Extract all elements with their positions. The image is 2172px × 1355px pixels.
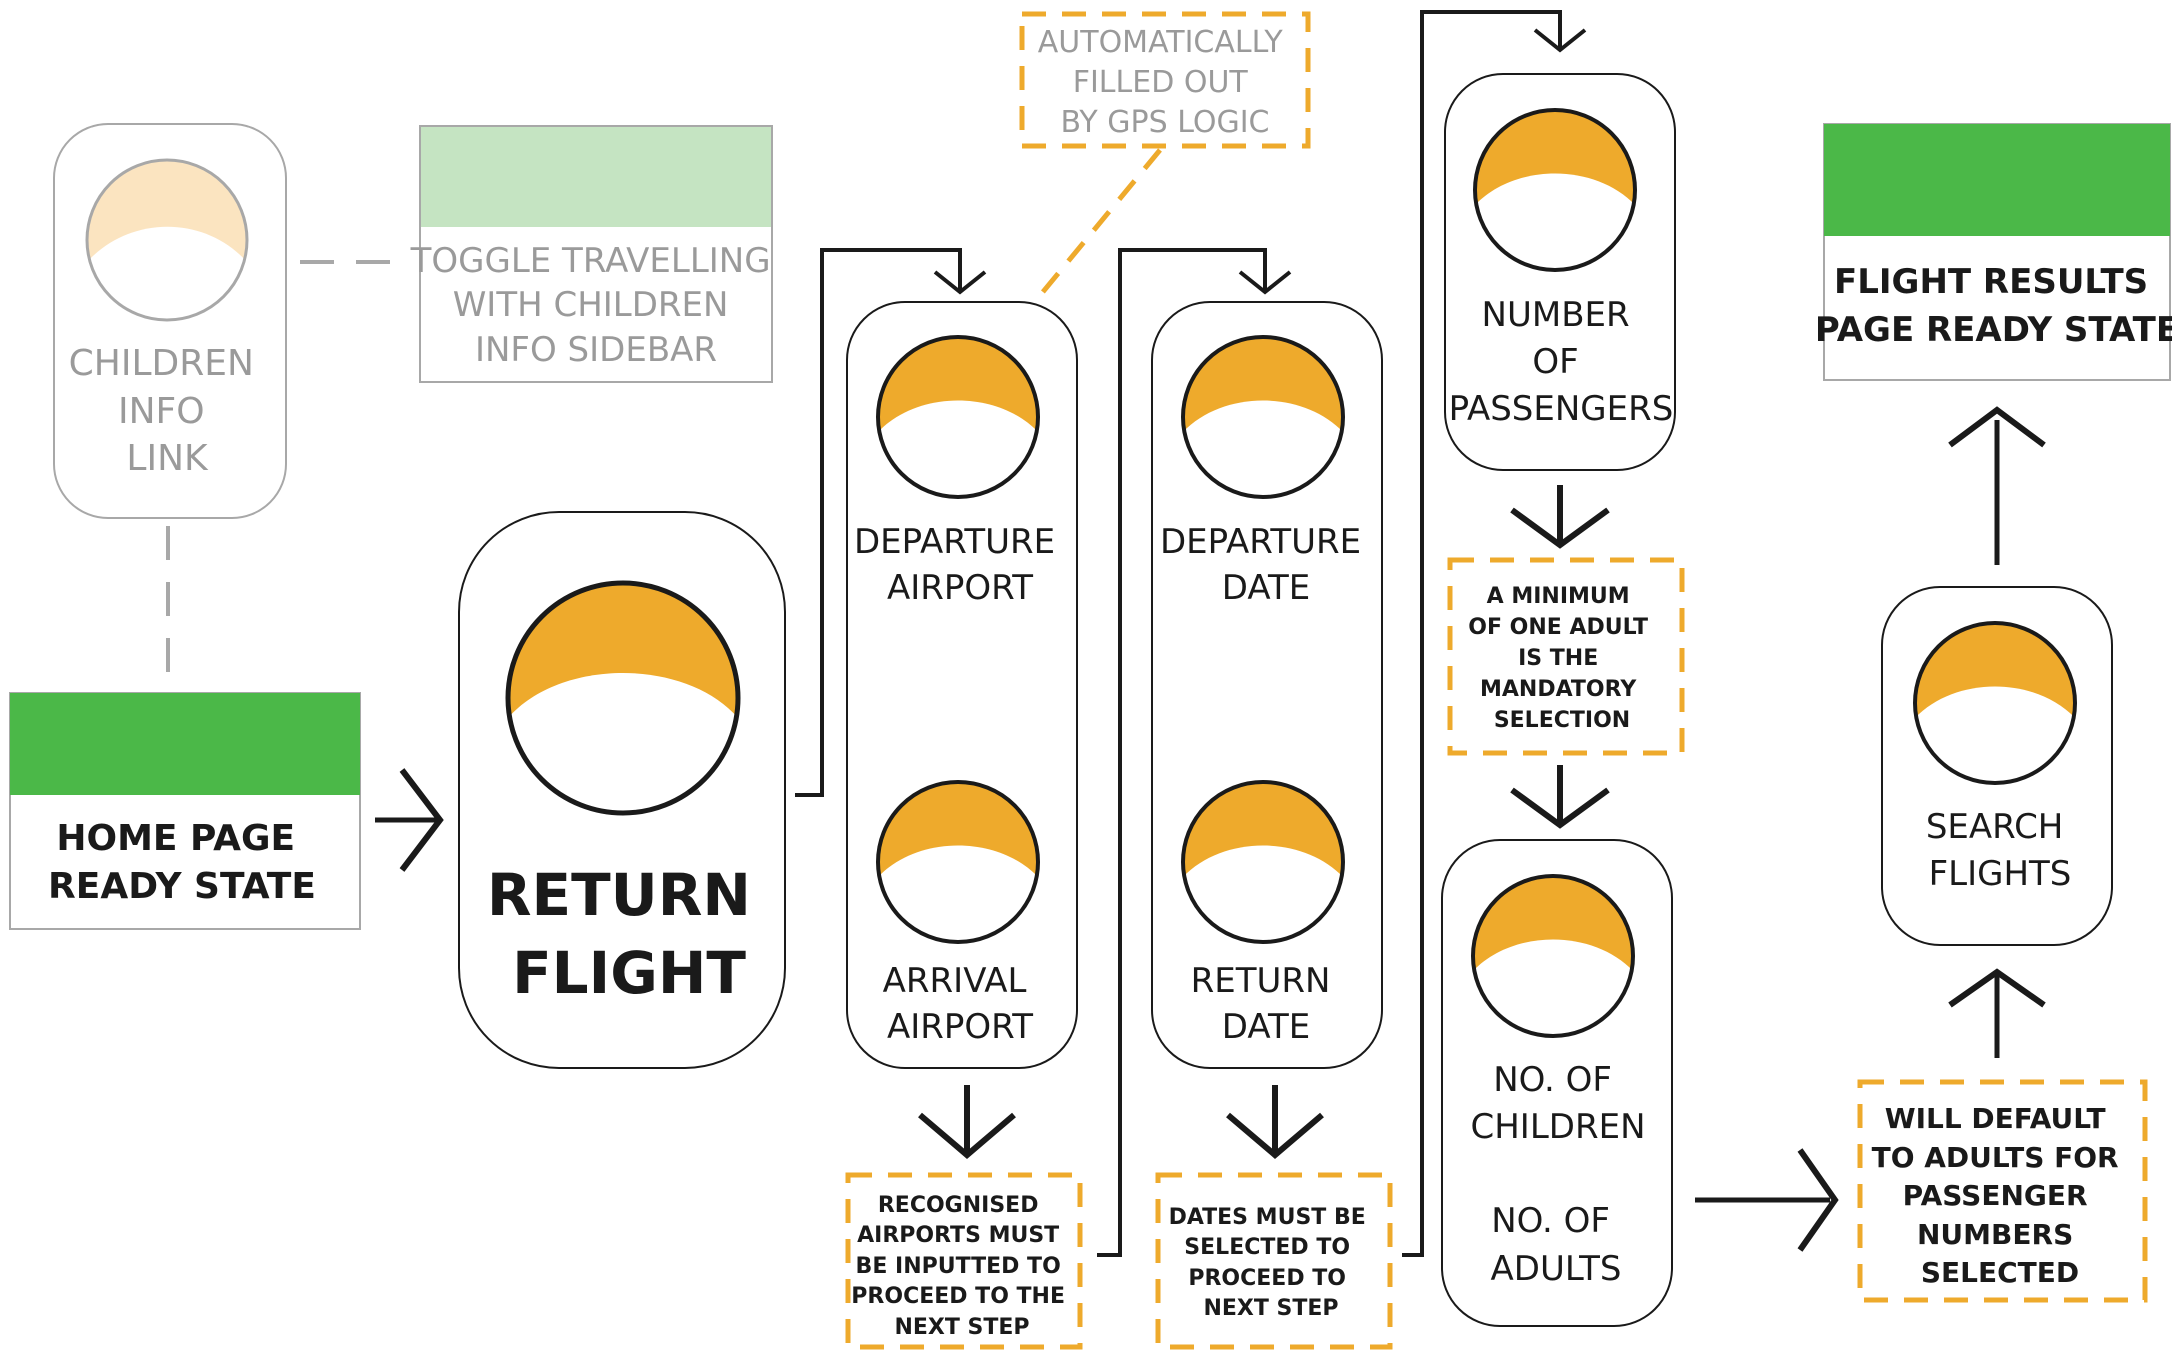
placeholder-icon bbox=[1181, 335, 1345, 499]
bracket-dates-to-passengers bbox=[1402, 10, 1562, 1257]
arrow-right-icon bbox=[1797, 1148, 1839, 1252]
no-adults-label[interactable]: NO. OF ADULTS bbox=[1491, 1201, 1622, 1289]
toggle-sidebar-header bbox=[421, 127, 771, 227]
placeholder-icon bbox=[876, 335, 1040, 499]
default-note-label: WILL DEFAULT TO ADULTS FOR PASSENGER NUM… bbox=[1872, 1102, 2129, 1289]
arrow-down-icon bbox=[933, 270, 987, 295]
arrow-right-icon bbox=[399, 768, 444, 872]
placeholder-icon bbox=[1473, 108, 1637, 272]
number-passengers-label: NUMBER OF PASSENGERS bbox=[1449, 295, 1674, 429]
toggle-sidebar-label: TOGGLE TRAVELLING WITH CHILDREN INFO SID… bbox=[410, 241, 782, 370]
arrow-down-icon bbox=[1533, 28, 1587, 53]
airports-note-box bbox=[845, 1172, 1083, 1350]
placeholder-icon bbox=[505, 580, 741, 816]
home-page-label: HOME PAGE READY STATE bbox=[48, 818, 316, 907]
arrow-down-icon bbox=[1510, 787, 1610, 829]
bracket-airports-to-dates bbox=[1097, 248, 1267, 1257]
dates-note-label: DATES MUST BE SELECTED TO PROCEED TO NEX… bbox=[1169, 1205, 1374, 1321]
dates-note-box bbox=[1155, 1172, 1393, 1350]
placeholder-icon bbox=[1181, 780, 1345, 944]
arrow-down-icon bbox=[1510, 507, 1610, 549]
placeholder-icon bbox=[1913, 621, 2077, 785]
flight-results-label: FLIGHT RESULTS PAGE READY STATE bbox=[1815, 262, 2172, 350]
arrow-up-icon bbox=[1948, 968, 2046, 1008]
arrow-up-icon bbox=[1948, 406, 2046, 448]
home-page-header bbox=[10, 693, 360, 795]
search-flights-label: SEARCH FLIGHTS bbox=[1926, 807, 2074, 894]
no-children-label[interactable]: NO. OF CHILDREN bbox=[1471, 1060, 1646, 1147]
gps-note-label: AUTOMATICALLY FILLED OUT BY GPS LOGIC bbox=[1038, 25, 1292, 140]
arrow-down-icon bbox=[1238, 270, 1292, 295]
arrival-airport-label[interactable]: ARRIVAL AIRPORT bbox=[883, 961, 1038, 1047]
return-flight-label: RETURN FLIGHT bbox=[487, 861, 771, 1007]
default-note-box bbox=[1857, 1079, 2148, 1303]
gps-note-box bbox=[1019, 11, 1311, 149]
return-date-label[interactable]: RETURN DATE bbox=[1191, 961, 1342, 1047]
placeholder-icon bbox=[876, 780, 1040, 944]
departure-airport-label[interactable]: DEPARTURE AIRPORT bbox=[854, 522, 1066, 608]
children-info-link-label: CHILDREN INFO LINK bbox=[69, 343, 266, 479]
adult-note-label: A MINIMUM OF ONE ADULT IS THE MANDATORY … bbox=[1468, 584, 1655, 733]
faded-placeholder-icon bbox=[85, 158, 249, 322]
arrow-down-icon bbox=[918, 1112, 1016, 1159]
placeholder-icon bbox=[1471, 874, 1635, 1038]
airports-note-label: RECOGNISED AIRPORTS MUST BE INPUTTED TO … bbox=[851, 1193, 1072, 1340]
arrow-down-icon bbox=[1226, 1112, 1324, 1159]
flight-results-header bbox=[1824, 124, 2170, 236]
bracket-return-to-departure bbox=[795, 248, 962, 797]
departure-date-label[interactable]: DEPARTURE DATE bbox=[1160, 522, 1372, 608]
adult-note-box bbox=[1447, 557, 1685, 756]
